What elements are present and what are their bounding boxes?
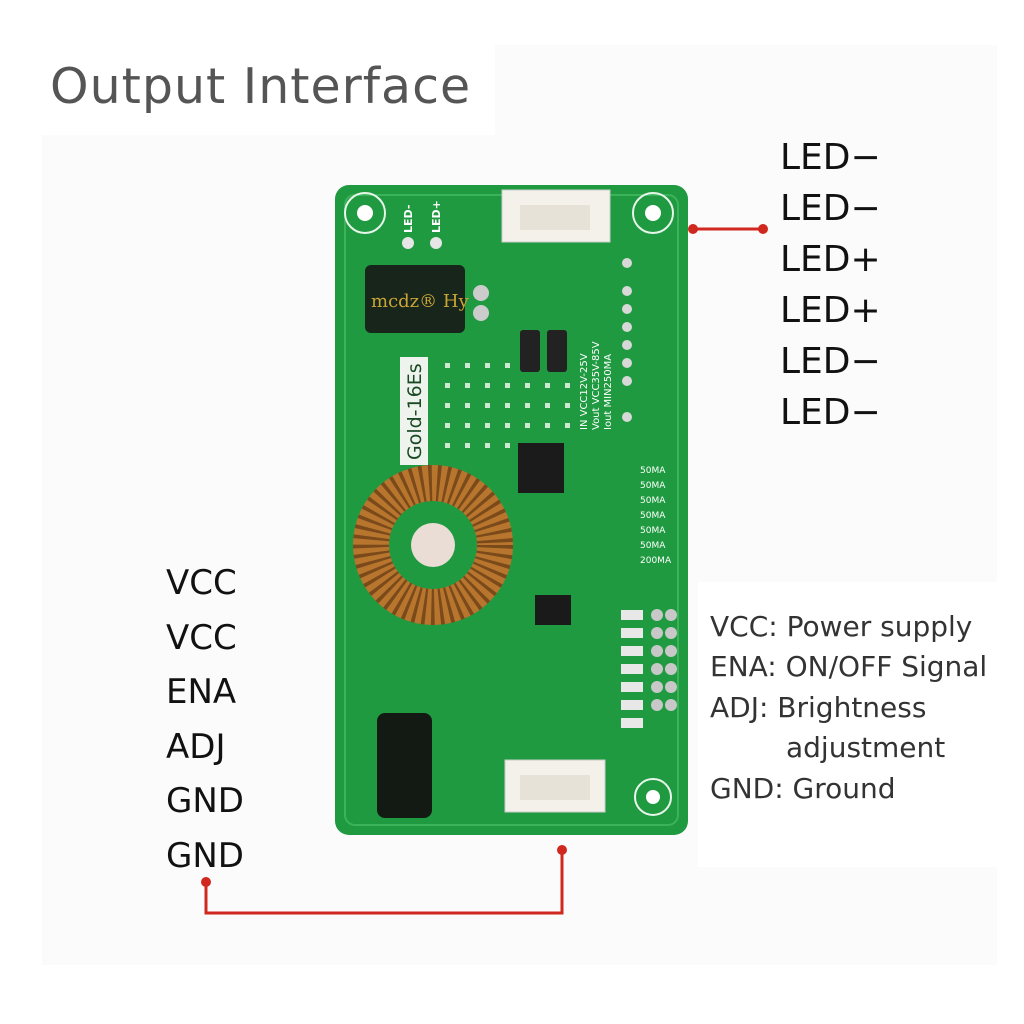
svg-text:50MA: 50MA [640, 526, 666, 536]
title-box [0, 40, 495, 135]
board-model: Gold-16Es [404, 363, 426, 460]
output-pin-label: LED− [780, 341, 881, 382]
svg-text:50MA: 50MA [640, 466, 666, 476]
svg-text:200MA: 200MA [640, 556, 672, 566]
input-pin-label: GND [166, 781, 244, 821]
pin-legend: VCC: Power supply ENA: ON/OFF Signal ADJ… [698, 582, 1024, 867]
input-wire-dot [557, 845, 567, 855]
silk-led-minus: LED- [402, 205, 415, 233]
mount-hole [344, 192, 386, 234]
diode-d1 [547, 330, 567, 372]
page-title: Output Interface [50, 58, 472, 115]
silk-led-plus: LED+ [430, 200, 443, 233]
svg-text:50MA: 50MA [640, 481, 666, 491]
legend-adj: ADJ: Brightness [710, 691, 927, 724]
output-pin-label: LED+ [780, 290, 881, 331]
ic-u1 [535, 595, 571, 625]
output-pin-label: LED− [780, 188, 881, 229]
input-pin-label: GND [166, 835, 244, 876]
input-pin-label: VCC [166, 563, 237, 603]
diode-d2 [520, 330, 540, 372]
capacitor-ce2 [365, 265, 465, 333]
legend-vcc: VCC: Power supply [710, 610, 973, 643]
input-pin-label: ENA [166, 672, 237, 712]
output-pin-labels: LED− LED− LED+ LED+ LED− LED− [780, 132, 881, 438]
mount-hole [632, 192, 674, 234]
legend-gnd: GND: Ground [710, 772, 896, 805]
input-pin-labels: VCC VCC ENA ADJ GND GND [166, 556, 244, 883]
svg-text:50MA: 50MA [640, 511, 666, 521]
svg-text:50MA: 50MA [640, 541, 666, 551]
output-pin-label: LED+ [780, 239, 881, 280]
input-wire-dot [201, 877, 211, 887]
mount-hole [634, 778, 672, 816]
output-wire-dot [688, 224, 698, 234]
input-pin-label: ADJ [166, 726, 226, 767]
legend-adj-cont: adjustment [786, 731, 946, 764]
svg-text:mcdz® Hy: mcdz® Hy [371, 291, 470, 312]
svg-text:Vout VCC35V-85V: Vout VCC35V-85V [591, 341, 602, 430]
svg-text:IN VCC12V-25V: IN VCC12V-25V [579, 353, 590, 430]
led-plus-pad [430, 237, 442, 249]
led-minus-pad [402, 237, 414, 249]
capacitor-ce1 [377, 713, 432, 818]
input-wire [204, 850, 564, 915]
pin-header-cn2 [622, 258, 632, 422]
output-pin-label: LED− [780, 392, 881, 433]
led-driver-board: LED- LED+ mcdz® Hy Gold-16Es IN VCC12V-2… [335, 185, 688, 835]
proto-grid [445, 363, 570, 448]
output-pin-label: LED− [780, 137, 881, 178]
mosfet-q2 [518, 443, 564, 493]
svg-text:50MA: 50MA [640, 496, 666, 506]
legend-ena: ENA: ON/OFF Signal [710, 650, 988, 683]
input-pin-label: VCC [166, 617, 237, 658]
svg-text:Iout MIN250MA: Iout MIN250MA [603, 354, 614, 430]
smd-resistors [621, 610, 643, 728]
test-pads [651, 609, 677, 711]
output-wire-dot [758, 224, 768, 234]
